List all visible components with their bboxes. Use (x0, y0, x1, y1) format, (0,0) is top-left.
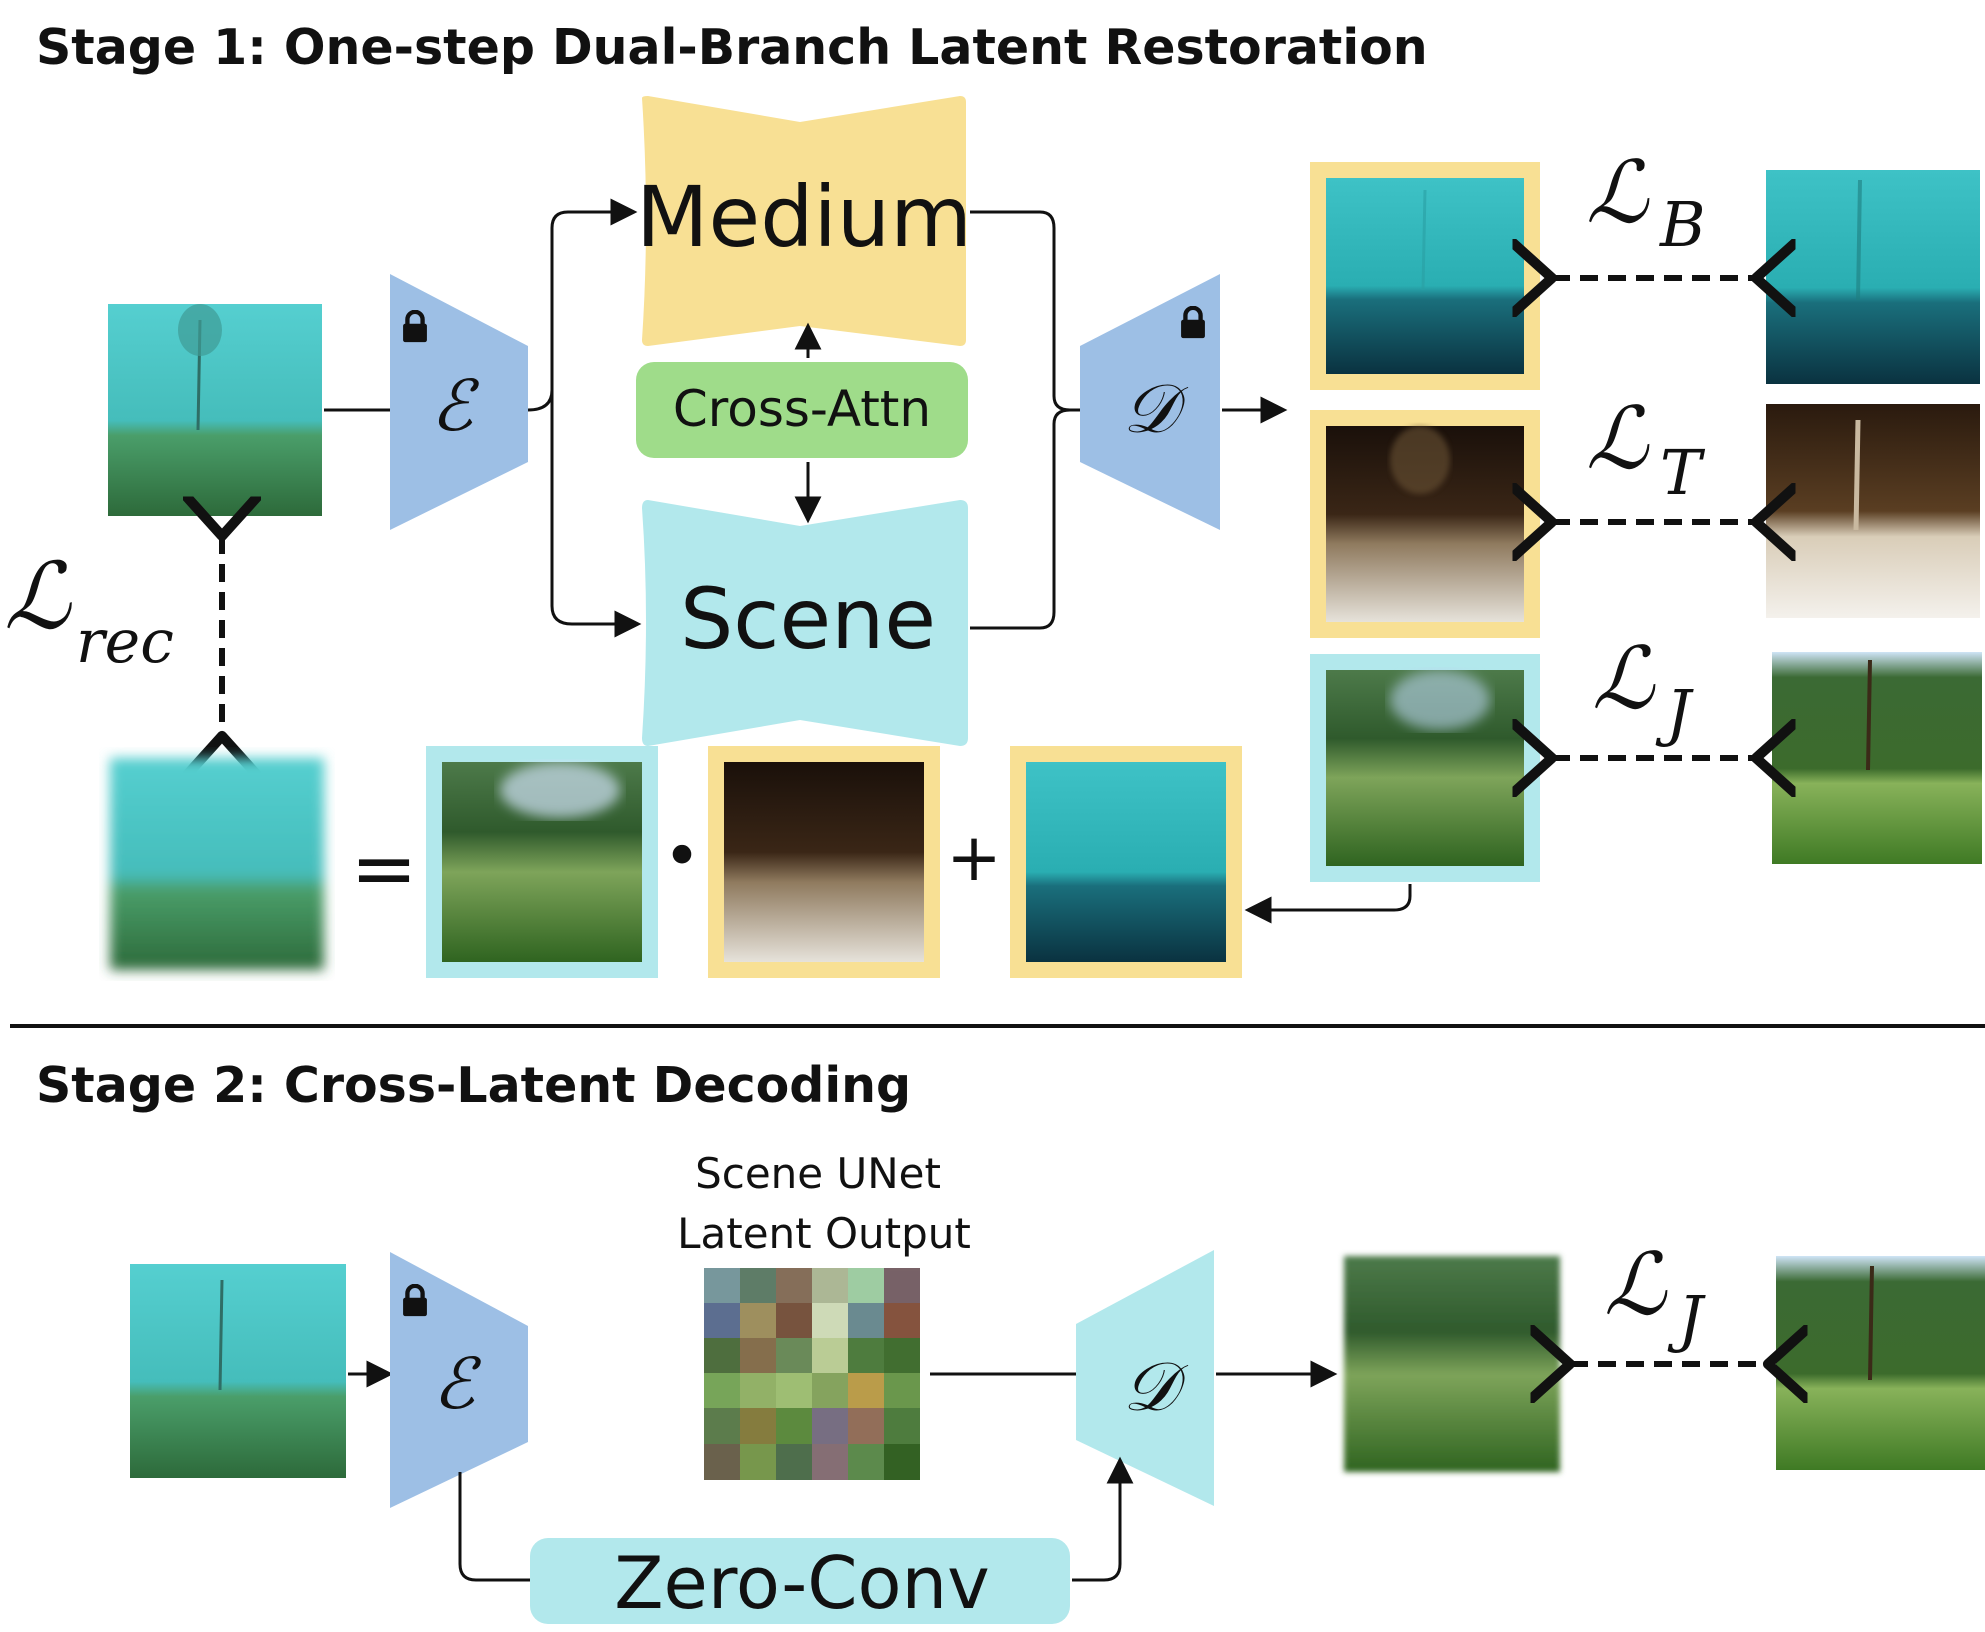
loss-b-label: ℒ B (1586, 143, 1706, 261)
recon-scene-term (426, 746, 658, 978)
stage1-input-image (108, 304, 322, 516)
gt-backscatter (1766, 170, 1980, 384)
loss-rec-script: ℒ (4, 543, 72, 650)
loss-j-sub: J (1655, 676, 1694, 749)
stage2-loss-j-sub: J (1667, 1282, 1706, 1355)
latent-caption-line2: Latent Output (677, 1209, 971, 1258)
output-transmission (1310, 410, 1540, 638)
stage1-title: Stage 1: One-step Dual-Branch Latent Res… (36, 19, 1428, 76)
loss-rec-label: ℒ rec (4, 543, 174, 677)
equals-sign: = (350, 822, 417, 915)
gt-transmission (1766, 404, 1980, 618)
dot-operator: • (663, 820, 701, 894)
stage2-decoder: 𝒟 (1076, 1250, 1214, 1506)
stage2-loss-j-script: ℒ (1604, 1235, 1668, 1335)
medium-branch: Medium (636, 96, 972, 346)
stage2-title: Stage 2: Cross-Latent Decoding (36, 1057, 911, 1114)
output-backscatter (1310, 162, 1540, 390)
stage1-decoder: 𝒟 (1080, 274, 1220, 530)
loss-t-script: ℒ (1586, 389, 1650, 489)
stage2-input-image (130, 1264, 346, 1478)
stage1-connectors (324, 198, 1288, 638)
cross-attn-block: Cross-Attn (636, 362, 968, 458)
stage2-encoder: ℰ (390, 1252, 528, 1508)
loss-b-script: ℒ (1586, 143, 1650, 243)
zero-conv-label: Zero-Conv (614, 1541, 990, 1625)
loss-j-label: ℒ J (1592, 629, 1694, 749)
loss-rec-sub: rec (76, 607, 174, 677)
reconstructed-image (110, 758, 324, 970)
zero-conv-block: Zero-Conv (530, 1538, 1070, 1625)
loss-b-sub: B (1659, 188, 1706, 261)
recon-backscatter-term (1010, 746, 1242, 978)
medium-label: Medium (636, 168, 972, 266)
stage2-loss-j-label: ℒ J (1604, 1235, 1706, 1355)
gt-scene (1772, 652, 1982, 864)
plus-operator: + (946, 819, 1001, 896)
stage2-output-image (1344, 1256, 1560, 1472)
loss-j-script: ℒ (1592, 629, 1656, 729)
encoder-symbol: ℰ (433, 1343, 482, 1425)
output-scene (1310, 654, 1540, 882)
stage2-gt-image (1776, 1256, 1985, 1470)
scene-label: Scene (680, 570, 936, 668)
zero-conv-connectors (458, 1456, 1134, 1582)
cross-attn-label: Cross-Attn (673, 380, 931, 438)
recon-transmission-term (708, 746, 940, 978)
latent-caption-line1: Scene UNet (695, 1149, 941, 1198)
stage1-encoder: ℰ (390, 274, 528, 530)
loss-t-sub: T (1660, 436, 1706, 509)
latent-grid-image (704, 1268, 920, 1480)
loss-t-label: ℒ T (1586, 389, 1706, 509)
arrow-output-to-recon (1244, 884, 1412, 924)
encoder-symbol: ℰ (431, 365, 480, 447)
loss-arrows-stage1 (222, 278, 1756, 758)
scene-branch: Scene (642, 500, 968, 746)
